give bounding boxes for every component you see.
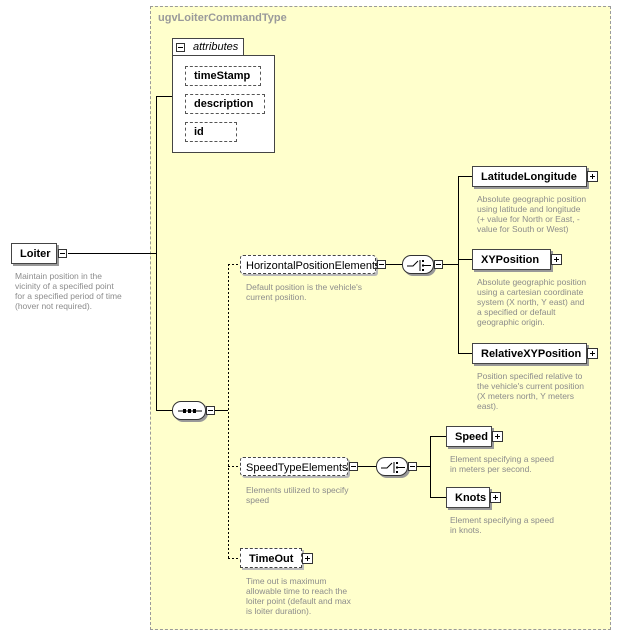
collapse-sequence-icon[interactable] <box>206 406 215 415</box>
expand-speed-icon[interactable] <box>492 431 503 442</box>
collapse-choice-speed-icon[interactable] <box>408 462 417 471</box>
doc-line: is loiter duration). <box>246 606 312 616</box>
doc-line: for a specified period of time <box>15 291 122 301</box>
doc-line: (hover not required). <box>15 301 93 311</box>
doc-line: a specified or default <box>477 307 556 317</box>
expand-timeout-icon[interactable] <box>302 553 313 564</box>
doc-line: current position. <box>246 292 307 302</box>
element-relative-xy-position[interactable]: RelativeXYPosition <box>472 343 587 364</box>
choice-compositor-speed[interactable] <box>376 457 408 476</box>
relative-xy-position-doc: Position specified relative to the vehic… <box>477 371 584 411</box>
attributes-label: attributes <box>193 41 239 53</box>
doc-line: system (X north, Y east) and <box>477 297 585 307</box>
expand-xy-position-icon[interactable] <box>551 254 562 265</box>
timeout-doc: Time out is maximum allowable time to re… <box>246 576 351 616</box>
doc-line: vicinity of a specified point <box>15 281 114 291</box>
choice-compositor-horizontal[interactable] <box>402 255 434 274</box>
collapse-horizontal-icon[interactable] <box>377 260 386 269</box>
speed-doc: Element specifying a speed in meters per… <box>450 454 554 474</box>
collapse-attributes-icon[interactable] <box>176 43 185 52</box>
element-loiter[interactable]: Loiter <box>11 243 57 264</box>
doc-line: in meters per second. <box>450 464 532 474</box>
speed-type-doc: Elements utilized to specify speed <box>246 485 349 505</box>
choice-icon <box>407 260 431 271</box>
doc-line: Time out is maximum <box>246 576 327 586</box>
doc-line: east). <box>477 401 499 411</box>
doc-line: Element specifying a speed <box>450 454 554 464</box>
doc-line: the vehicle's current position <box>477 381 584 391</box>
doc-line: (X meters north, Y meters <box>477 391 574 401</box>
choice-icon <box>381 462 405 473</box>
element-speed[interactable]: Speed <box>446 426 492 447</box>
doc-line: geographic origin. <box>477 317 545 327</box>
collapse-choice-horizontal-icon[interactable] <box>434 260 443 269</box>
doc-line: Absolute geographic position <box>477 194 587 204</box>
xy-position-doc: Absolute geographic position using a car… <box>477 277 586 327</box>
doc-line: Element specifying a speed <box>450 515 554 525</box>
doc-line: loiter point (default and max <box>246 596 351 606</box>
sequence-icon <box>178 409 202 413</box>
expand-knots-icon[interactable] <box>490 492 501 503</box>
group-speed-type[interactable]: SpeedTypeElements <box>240 457 348 476</box>
type-title: ugvLoiterCommandType <box>158 12 287 24</box>
doc-line: value for South or West) <box>477 224 569 234</box>
group-horizontal-position[interactable]: HorizontalPositionElements <box>240 255 381 274</box>
attribute-description[interactable]: description <box>185 94 265 114</box>
collapse-loiter-icon[interactable] <box>58 249 67 258</box>
doc-line: in knots. <box>450 525 482 535</box>
doc-line: Maintain position in the <box>15 271 102 281</box>
doc-line: speed <box>246 495 270 505</box>
latitude-longitude-doc: Absolute geographic position using latit… <box>477 194 586 234</box>
doc-line: Default position is the vehicle's <box>246 282 362 292</box>
attributes-tab <box>172 38 244 56</box>
expand-relative-xy-position-icon[interactable] <box>587 348 598 359</box>
element-latitude-longitude[interactable]: LatitudeLongitude <box>472 166 587 187</box>
collapse-speed-type-icon[interactable] <box>349 462 358 471</box>
knots-doc: Element specifying a speed in knots. <box>450 515 554 535</box>
doc-line: Absolute geographic position <box>477 277 587 287</box>
horizontal-doc: Default position is the vehicle's curren… <box>246 282 362 302</box>
loiter-doc: Maintain position in the vicinity of a s… <box>15 271 122 311</box>
element-xy-position[interactable]: XYPosition <box>472 249 551 270</box>
attribute-timestamp[interactable]: timeStamp <box>185 66 261 86</box>
doc-line: Elements utilized to specify <box>246 485 349 495</box>
element-timeout[interactable]: TimeOut <box>240 548 302 568</box>
doc-line: allowable time to reach the <box>246 586 348 596</box>
sequence-compositor[interactable] <box>172 401 206 420</box>
element-knots[interactable]: Knots <box>446 487 490 508</box>
doc-line: using latitude and longitude <box>477 204 581 214</box>
doc-line: Position specified relative to <box>477 371 583 381</box>
attribute-id[interactable]: id <box>185 122 237 142</box>
expand-latitude-longitude-icon[interactable] <box>587 171 598 182</box>
doc-line: (+ value for North or East, - <box>477 214 580 224</box>
doc-line: using a cartesian coordinate <box>477 287 584 297</box>
